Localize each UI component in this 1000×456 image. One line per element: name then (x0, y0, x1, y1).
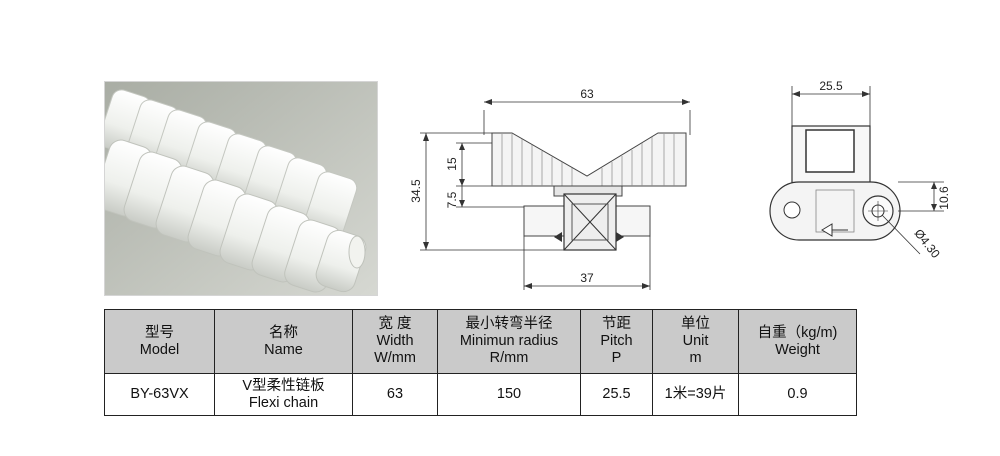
header-unit-en: Unit (682, 333, 709, 349)
header-name-zh: 名称 (269, 324, 298, 341)
header-pitch: 节距 Pitch P (580, 309, 653, 374)
front-bottom-dimension: 37 (580, 271, 594, 285)
header-width-zh: 宽 度 (378, 316, 412, 332)
header-model-en: Model (139, 341, 180, 358)
header-radius-zh: 最小转弯半径 (465, 316, 553, 332)
front-width-dimension: 63 (580, 87, 594, 101)
side-hole-dimension: Ø4.30 (912, 226, 943, 261)
header-name: 名称 Name (214, 309, 353, 374)
chain-photo-illustration (105, 82, 377, 295)
header-model-zh: 型号 (145, 324, 174, 341)
front-mid-dimension: 7.5 (445, 191, 459, 208)
cell-name-en: Flexi chain (248, 394, 319, 411)
cell-pitch: 25.5 (580, 373, 653, 416)
header-pitch-en: Pitch (600, 333, 633, 349)
header-pitch-zh: 节距 (602, 316, 631, 332)
product-photo (104, 81, 378, 296)
header-width-unit: W/mm (374, 350, 416, 366)
table-header-row: 型号 Model 名称 Name 宽 度 Width W/mm 最小转弯半径 M… (104, 309, 857, 374)
table-row: BY-63VX V型柔性链板 Flexi chain 63 150 25.5 1… (104, 373, 857, 416)
header-radius-en: Minimun radius (459, 333, 559, 349)
header-weight-zh: 自重（kg/m) (757, 324, 838, 341)
cell-model: BY-63VX (104, 373, 215, 416)
header-radius: 最小转弯半径 Minimun radius R/mm (437, 309, 581, 374)
front-height-dimension: 34.5 (409, 179, 423, 203)
header-model: 型号 Model (104, 309, 215, 374)
spec-table: 型号 Model 名称 Name 宽 度 Width W/mm 最小转弯半径 M… (104, 309, 857, 416)
header-name-en: Name (264, 341, 303, 358)
header-unit-zh: 单位 (681, 316, 710, 332)
header-weight: 自重（kg/m) Weight (738, 309, 857, 374)
header-radius-unit: R/mm (489, 350, 529, 366)
cell-name: V型柔性链板 Flexi chain (214, 373, 353, 416)
side-height-dimension: 10.6 (937, 186, 951, 210)
cell-unit: 1米=39片 (652, 373, 739, 416)
cell-weight: 0.9 (738, 373, 857, 416)
header-pitch-unit: P (611, 350, 622, 366)
cell-radius: 150 (437, 373, 581, 416)
header-unit: 单位 Unit m (652, 309, 739, 374)
cell-width: 63 (352, 373, 438, 416)
front-view-drawing: 63 34.5 15 7.5 37 (409, 87, 691, 290)
header-width-en: Width (376, 333, 414, 349)
front-top-dimension: 15 (445, 157, 459, 171)
header-width: 宽 度 Width W/mm (352, 309, 438, 374)
side-view-drawing: 25.5 10.6 Ø4.30 (769, 79, 951, 261)
side-width-dimension: 25.5 (819, 79, 843, 93)
header-unit-unit: m (689, 350, 702, 366)
header-weight-en: Weight (775, 341, 820, 358)
cell-name-zh: V型柔性链板 (242, 377, 325, 394)
